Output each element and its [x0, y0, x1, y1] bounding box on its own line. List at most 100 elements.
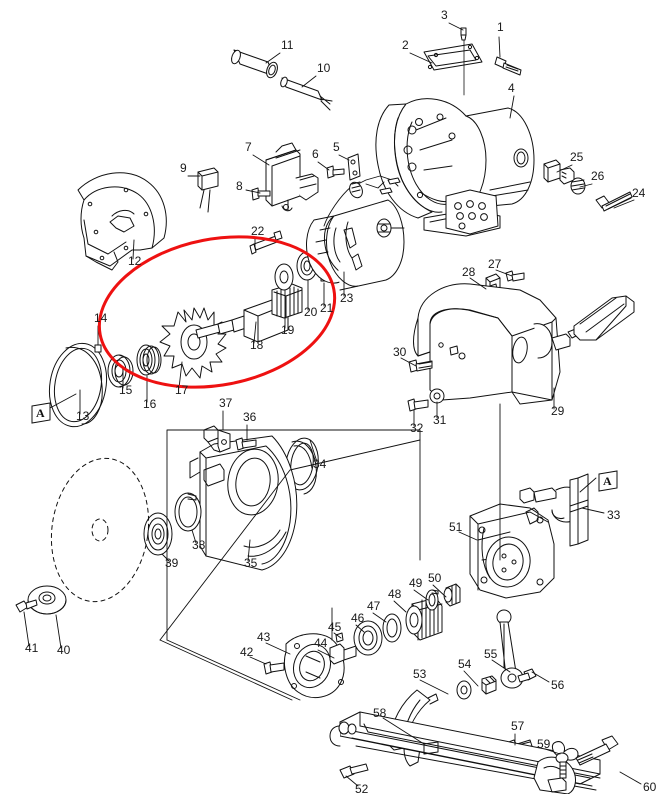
- part-number-40: 40: [57, 643, 71, 657]
- part-29-blade-guard: [413, 283, 635, 405]
- part-1-bolt: [494, 56, 522, 76]
- part-50-bushing: [443, 583, 461, 607]
- part-47-ring: [382, 613, 402, 643]
- part-number-25: 25: [570, 150, 584, 164]
- part-number-16: 16: [143, 397, 157, 411]
- part-number-7: 7: [245, 140, 252, 154]
- part-45-screw: [335, 632, 344, 643]
- part-number-27: 27: [488, 257, 502, 271]
- part-25-connector: [543, 159, 575, 185]
- part-number-35: 35: [244, 556, 258, 570]
- part-number-53: 53: [413, 667, 427, 681]
- part-number-36: 36: [243, 410, 257, 424]
- part-13-end-cover: [48, 342, 108, 428]
- part-number-11: 11: [281, 38, 294, 52]
- part-number-42: 42: [240, 645, 254, 659]
- part-40-flange: [27, 585, 67, 615]
- part-44-spindle: [329, 643, 357, 665]
- reference-marker-a-right: A: [597, 470, 621, 492]
- part-number-28: 28: [462, 265, 476, 279]
- part-number-45: 45: [328, 620, 342, 634]
- part-32-screw: [407, 398, 429, 412]
- part-51-gear-cover: [469, 503, 555, 599]
- part-number-50: 50: [428, 571, 442, 585]
- saw-blade-outline: [50, 457, 150, 603]
- part-number-33: 33: [607, 508, 621, 522]
- reference-marker-a-left: A: [30, 402, 54, 424]
- part-6-screw: [326, 165, 345, 179]
- part-54-washer-nut: [456, 675, 497, 700]
- part-number-12: 12: [128, 254, 142, 268]
- part-49-retaining-ring: [425, 589, 439, 611]
- part-number-2: 2: [402, 38, 409, 52]
- part-11-tube: [231, 49, 278, 79]
- part-number-22: 22: [251, 224, 265, 238]
- part-number-3: 3: [441, 8, 448, 22]
- part-14-pin: [94, 344, 102, 353]
- part-43-gear-housing: [284, 633, 345, 699]
- part-16-bearing: [136, 344, 162, 376]
- part-number-37: 37: [219, 396, 233, 410]
- part-number-23: 23: [340, 291, 354, 305]
- part-number-1: 1: [497, 20, 504, 34]
- part-41-bolt: [15, 599, 38, 613]
- part-number-59: 59: [537, 737, 551, 751]
- part-52-bolt: [339, 763, 369, 779]
- part-number-32: 32: [410, 421, 424, 435]
- part-number-14: 14: [94, 311, 108, 325]
- part-8-screw: [251, 187, 271, 201]
- part-17-fan: [159, 307, 227, 379]
- part-number-6: 6: [312, 147, 319, 161]
- part-number-15: 15: [119, 383, 133, 397]
- part-number-38: 38: [192, 538, 206, 552]
- part-number-57: 57: [511, 719, 525, 733]
- part-number-8: 8: [236, 179, 243, 193]
- part-number-54: 54: [458, 657, 472, 671]
- part-5-terminal-block: [347, 153, 361, 181]
- part-number-48: 48: [388, 587, 402, 601]
- part-number-51: 51: [449, 520, 463, 534]
- reference-letter: A: [36, 406, 45, 420]
- part-number-30: 30: [393, 345, 407, 359]
- part-number-39: 39: [165, 556, 179, 570]
- part-7-switch: [265, 142, 319, 212]
- part-60-long-bolt: [575, 735, 619, 766]
- part-number-47: 47: [367, 599, 381, 613]
- part-27-screw: [505, 270, 525, 282]
- part-number-55: 55: [484, 647, 498, 661]
- part-58-base-plate: [329, 711, 601, 794]
- part-2-cover-plate: [423, 43, 483, 71]
- part-30-screw: [408, 359, 433, 373]
- reference-letter: A: [603, 474, 612, 488]
- part-number-60: 60: [643, 780, 657, 794]
- part-number-18: 18: [250, 338, 264, 352]
- part-number-9: 9: [180, 161, 187, 175]
- part-31-washer: [429, 388, 445, 404]
- assembly-frames: [166, 429, 421, 701]
- part-number-19: 19: [281, 323, 295, 337]
- part-number-29: 29: [551, 404, 565, 418]
- part-number-13: 13: [76, 409, 90, 423]
- part-number-46: 46: [351, 611, 365, 625]
- part-number-43: 43: [257, 630, 271, 644]
- part-42-screw: [263, 661, 285, 675]
- part-56-bolt: [517, 668, 537, 683]
- part-12-guard-plate: [77, 172, 167, 271]
- part-number-10: 10: [317, 61, 331, 75]
- part-number-41: 41: [25, 641, 39, 655]
- part-10-rod: [280, 76, 333, 111]
- part-number-17: 17: [175, 383, 189, 397]
- part-number-31: 31: [433, 413, 447, 427]
- part-number-5: 5: [333, 140, 340, 154]
- part-19-washer: [274, 263, 294, 291]
- part-38-retaining-ring: [174, 492, 202, 532]
- part-number-44: 44: [314, 636, 328, 650]
- part-number-52: 52: [355, 782, 369, 794]
- part-number-21: 21: [320, 301, 334, 315]
- part-33-wrench: [519, 473, 589, 547]
- part-number-4: 4: [508, 81, 515, 95]
- part-number-34: 34: [313, 457, 327, 471]
- part-number-56: 56: [551, 678, 565, 692]
